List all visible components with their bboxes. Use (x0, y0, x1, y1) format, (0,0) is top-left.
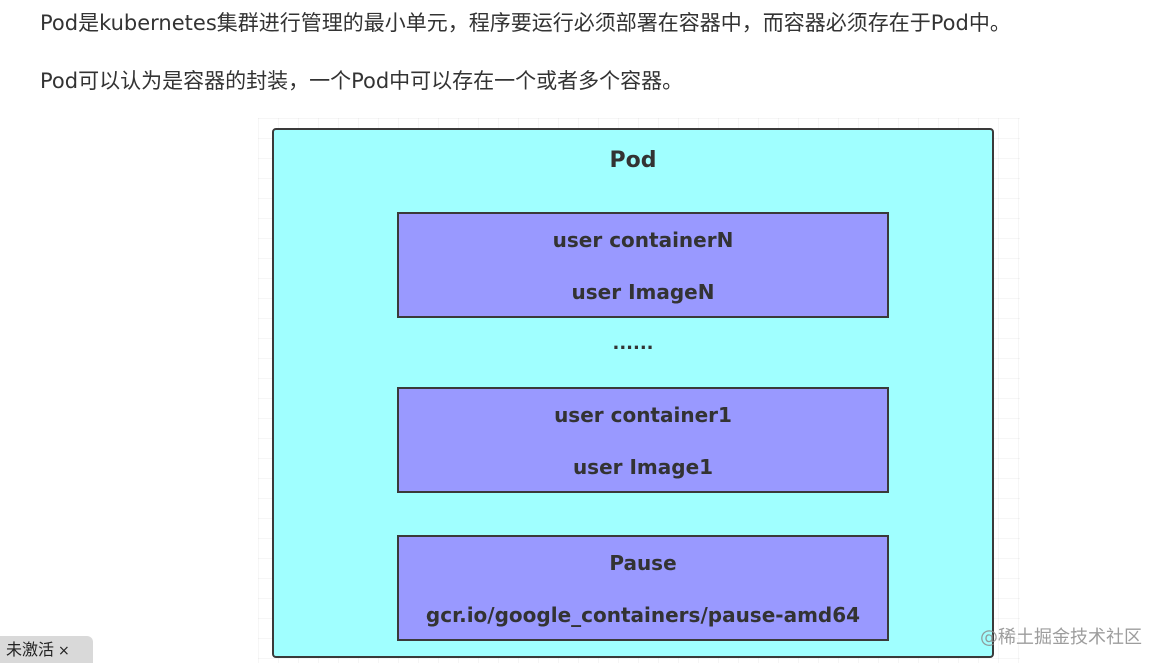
activation-label: 未激活 (6, 640, 55, 659)
container-name: user containerN (552, 228, 734, 252)
ellipsis: ...... (612, 333, 654, 354)
paragraph-pod-definition: Pod是kubernetes集群进行管理的最小单元，程序要运行必须部署在容器中，… (40, 11, 1011, 35)
pod-box: Pod user containerN user ImageN ...... u… (272, 128, 994, 658)
activation-badge[interactable]: 未激活× (0, 636, 93, 663)
container-name: Pause (609, 551, 677, 575)
close-icon[interactable]: × (58, 643, 70, 659)
paragraph-pod-encapsulation: Pod可以认为是容器的封装，一个Pod中可以存在一个或者多个容器。 (40, 69, 684, 93)
container-name: user container1 (554, 403, 732, 427)
container-box-n: user containerN user ImageN (397, 212, 889, 318)
container-image: gcr.io/google_containers/pause-amd64 (425, 603, 861, 627)
container-box-pause: Pause gcr.io/google_containers/pause-amd… (397, 535, 889, 641)
pod-diagram: Pod user containerN user ImageN ...... u… (258, 118, 1020, 663)
container-box-1: user container1 user Image1 (397, 387, 889, 493)
container-image: user Image1 (572, 455, 714, 479)
pod-label: Pod (609, 148, 657, 173)
container-image: user ImageN (571, 280, 715, 304)
watermark: @稀土掘金技术社区 (980, 627, 1142, 648)
